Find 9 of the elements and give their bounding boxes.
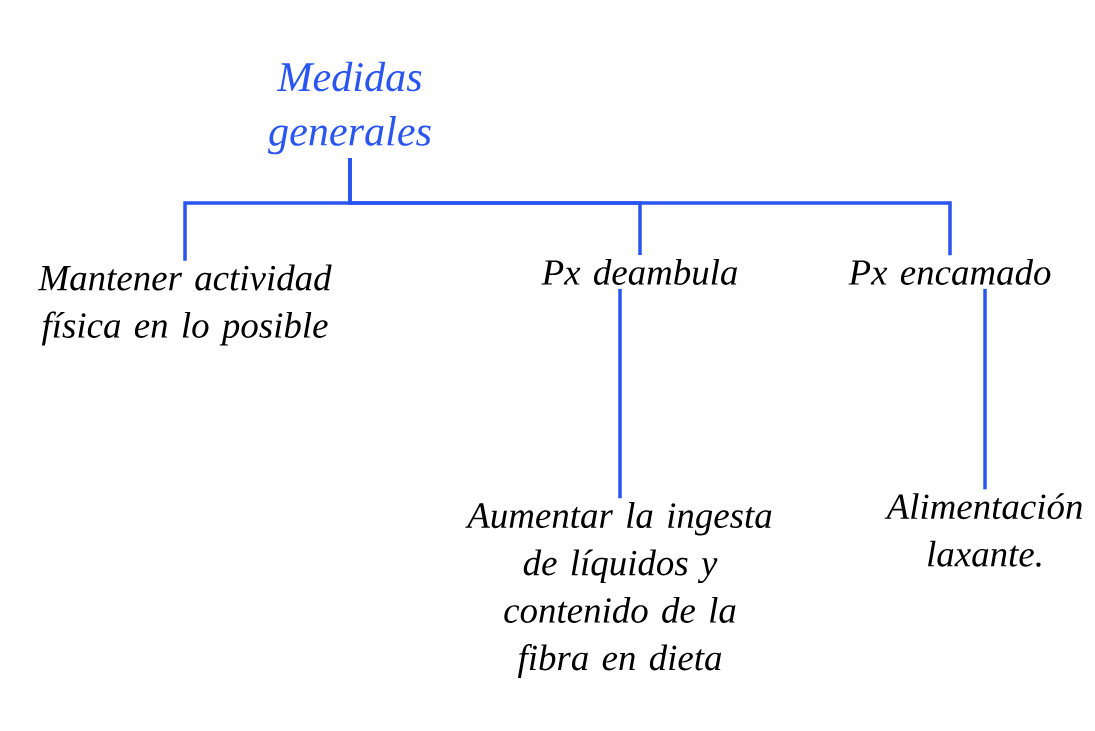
handwritten-text: Px deambula: [541, 258, 737, 285]
handwritten-text: Medidas generales: [268, 61, 431, 155]
handwritten-text: Alimentación laxante.: [884, 493, 1082, 567]
connector-line: [983, 288, 987, 490]
handwritten-text: Px encamado: [848, 259, 1051, 285]
handwritten-text: Mantener actividad física en lo posible: [38, 264, 332, 346]
connector-line: [618, 288, 622, 499]
handwritten-text: Aumentar la ingesta de líquidos y contenido de la fibra en dieta: [465, 502, 772, 678]
connector-line: [348, 158, 952, 256]
